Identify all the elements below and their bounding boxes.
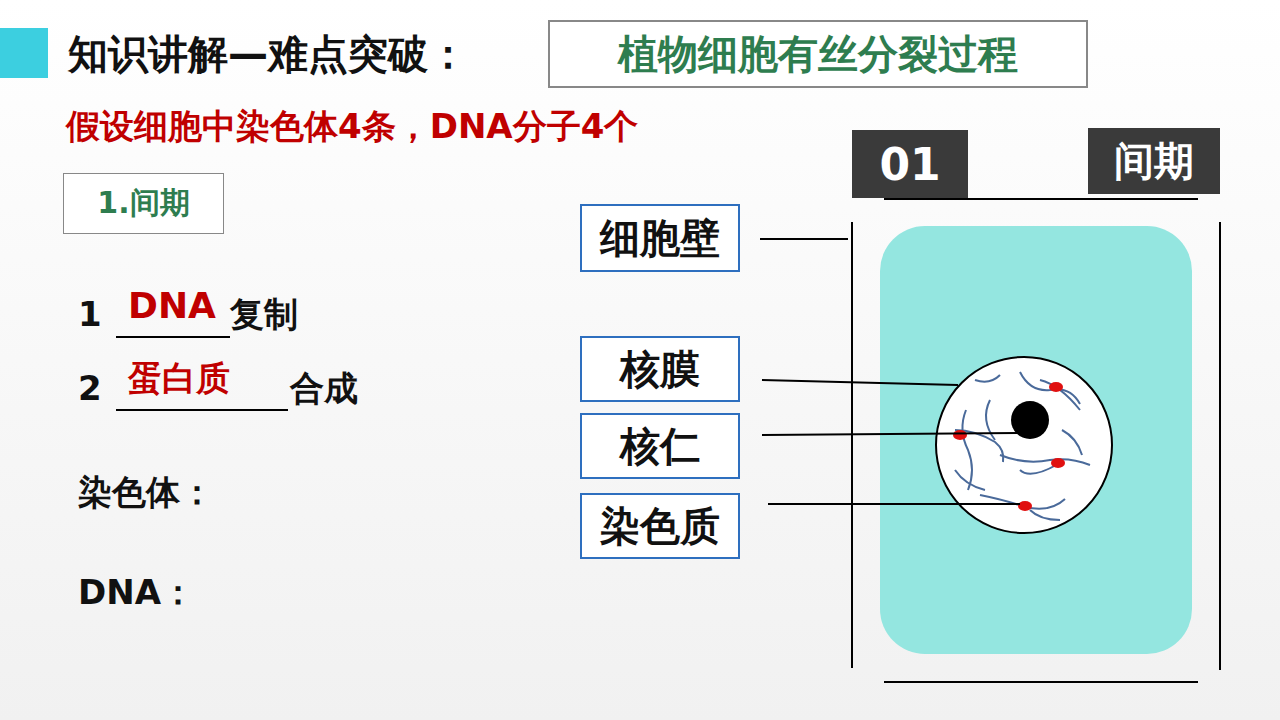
stage-box: 1.间期 <box>63 173 224 234</box>
part-label-box: 细胞壁 <box>580 204 740 272</box>
title-marker <box>0 28 48 78</box>
cell-wall <box>1219 222 1221 670</box>
leader-line <box>760 239 1020 504</box>
part-label-box: 染色质 <box>580 493 740 559</box>
item-text: 合成 <box>290 368 358 409</box>
blank-line <box>116 409 288 411</box>
cytoplasm <box>880 226 1192 654</box>
item-text: 复制 <box>230 294 298 335</box>
box-text: 细胞壁 <box>600 211 720 266</box>
blank-line <box>116 336 230 338</box>
header-rule <box>884 198 1198 200</box>
item-number: 2 <box>78 368 102 409</box>
slide-title: 知识讲解—难点突破： <box>68 30 468 78</box>
number-tag: 01 <box>852 130 968 198</box>
answer-text: DNA <box>128 284 216 327</box>
red-dots <box>953 382 1065 511</box>
assumption-note: 假设细胞中染色体4条，DNA分子4个 <box>66 106 638 147</box>
box-text: 核仁 <box>620 419 700 474</box>
item-number: 1 <box>78 294 102 335</box>
part-label-box: 核仁 <box>580 413 740 479</box>
stage-tag: 间期 <box>1088 128 1220 194</box>
box-text: 植物细胞有丝分裂过程 <box>618 27 1018 82</box>
topic-box: 植物细胞有丝分裂过程 <box>548 20 1088 88</box>
nucleus <box>936 357 1112 533</box>
box-text: 1.间期 <box>97 183 189 224</box>
box-text: 染色质 <box>600 499 720 554</box>
box-text: 间期 <box>1114 134 1194 189</box>
box-text: 01 <box>879 139 940 190</box>
chromatin-threads <box>955 372 1090 520</box>
part-label-box: 核膜 <box>580 336 740 402</box>
cell-wall <box>851 222 853 668</box>
box-text: 核膜 <box>620 342 700 397</box>
cell-wall <box>884 681 1198 683</box>
count-label: 染色体： <box>78 472 214 513</box>
answer-text: 蛋白质 <box>128 358 230 399</box>
count-label: DNA： <box>78 572 195 613</box>
